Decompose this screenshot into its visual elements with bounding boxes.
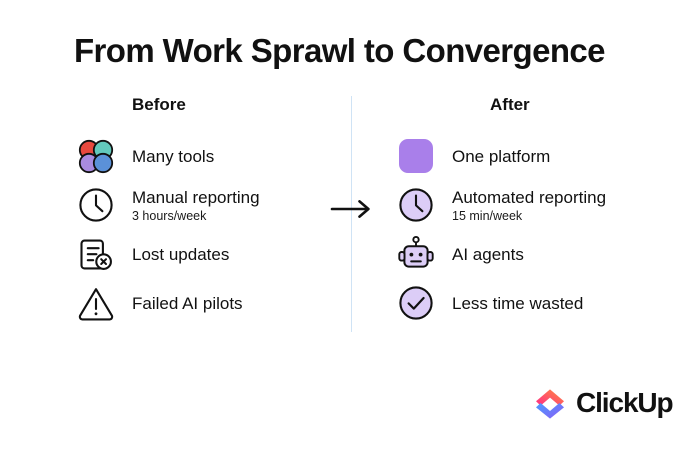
list-item-labels: AI agents	[452, 244, 524, 265]
before-items-list: Many tools Manual reporting 3 hours/week	[72, 132, 332, 327]
arrow-right-icon	[330, 196, 376, 222]
list-item-label: Many tools	[132, 146, 215, 166]
purple-square-icon	[392, 134, 440, 178]
before-column-heading: Before	[132, 95, 186, 114]
list-item-labels: Automated reporting 15 min/week	[452, 187, 606, 224]
list-item-label: AI agents	[452, 244, 524, 264]
list-item: AI agents	[392, 230, 682, 278]
list-item: Lost updates	[72, 230, 332, 278]
clock-filled-icon	[392, 183, 440, 227]
document-error-icon	[72, 232, 120, 276]
list-item-labels: Manual reporting 3 hours/week	[132, 187, 260, 224]
list-item-labels: Less time wasted	[452, 293, 583, 314]
list-item: Manual reporting 3 hours/week	[72, 181, 332, 229]
check-circle-icon	[392, 281, 440, 325]
list-item-label: Automated reporting	[452, 187, 607, 207]
page-title: From Work Sprawl to Convergence	[74, 32, 606, 69]
clickup-mark-icon	[533, 386, 567, 420]
after-items-list: One platform Automated reporting 15 min/…	[392, 132, 682, 327]
warning-triangle-icon	[72, 281, 120, 325]
list-item-label: One platform	[452, 146, 551, 166]
four-circles-icon	[72, 134, 120, 178]
clickup-wordmark: ClickUp	[576, 387, 674, 418]
after-column-heading: After	[490, 95, 530, 114]
clickup-logo: ClickUp	[533, 386, 674, 420]
robot-icon	[392, 232, 440, 276]
list-item-label: Manual reporting	[132, 187, 260, 207]
after-column: After One platform	[392, 92, 682, 328]
list-item: Automated reporting 15 min/week	[392, 181, 682, 229]
list-item: One platform	[392, 132, 682, 180]
list-item-labels: One platform	[452, 146, 550, 167]
column-divider	[351, 96, 353, 332]
list-item-labels: Lost updates	[132, 244, 229, 265]
list-item-sublabel: 15 min/week	[452, 208, 523, 223]
list-item-labels: Many tools	[132, 146, 214, 167]
list-item: Failed AI pilots	[72, 279, 332, 327]
list-item: Less time wasted	[392, 279, 682, 327]
list-item-sublabel: 3 hours/week	[132, 208, 207, 223]
list-item-label: Lost updates	[132, 244, 230, 264]
list-item-label: Less time wasted	[452, 293, 584, 313]
list-item-labels: Failed AI pilots	[132, 293, 243, 314]
clock-icon	[72, 183, 120, 227]
list-item: Many tools	[72, 132, 332, 180]
before-column: Before Many tools	[72, 92, 332, 328]
list-item-label: Failed AI pilots	[132, 293, 243, 313]
